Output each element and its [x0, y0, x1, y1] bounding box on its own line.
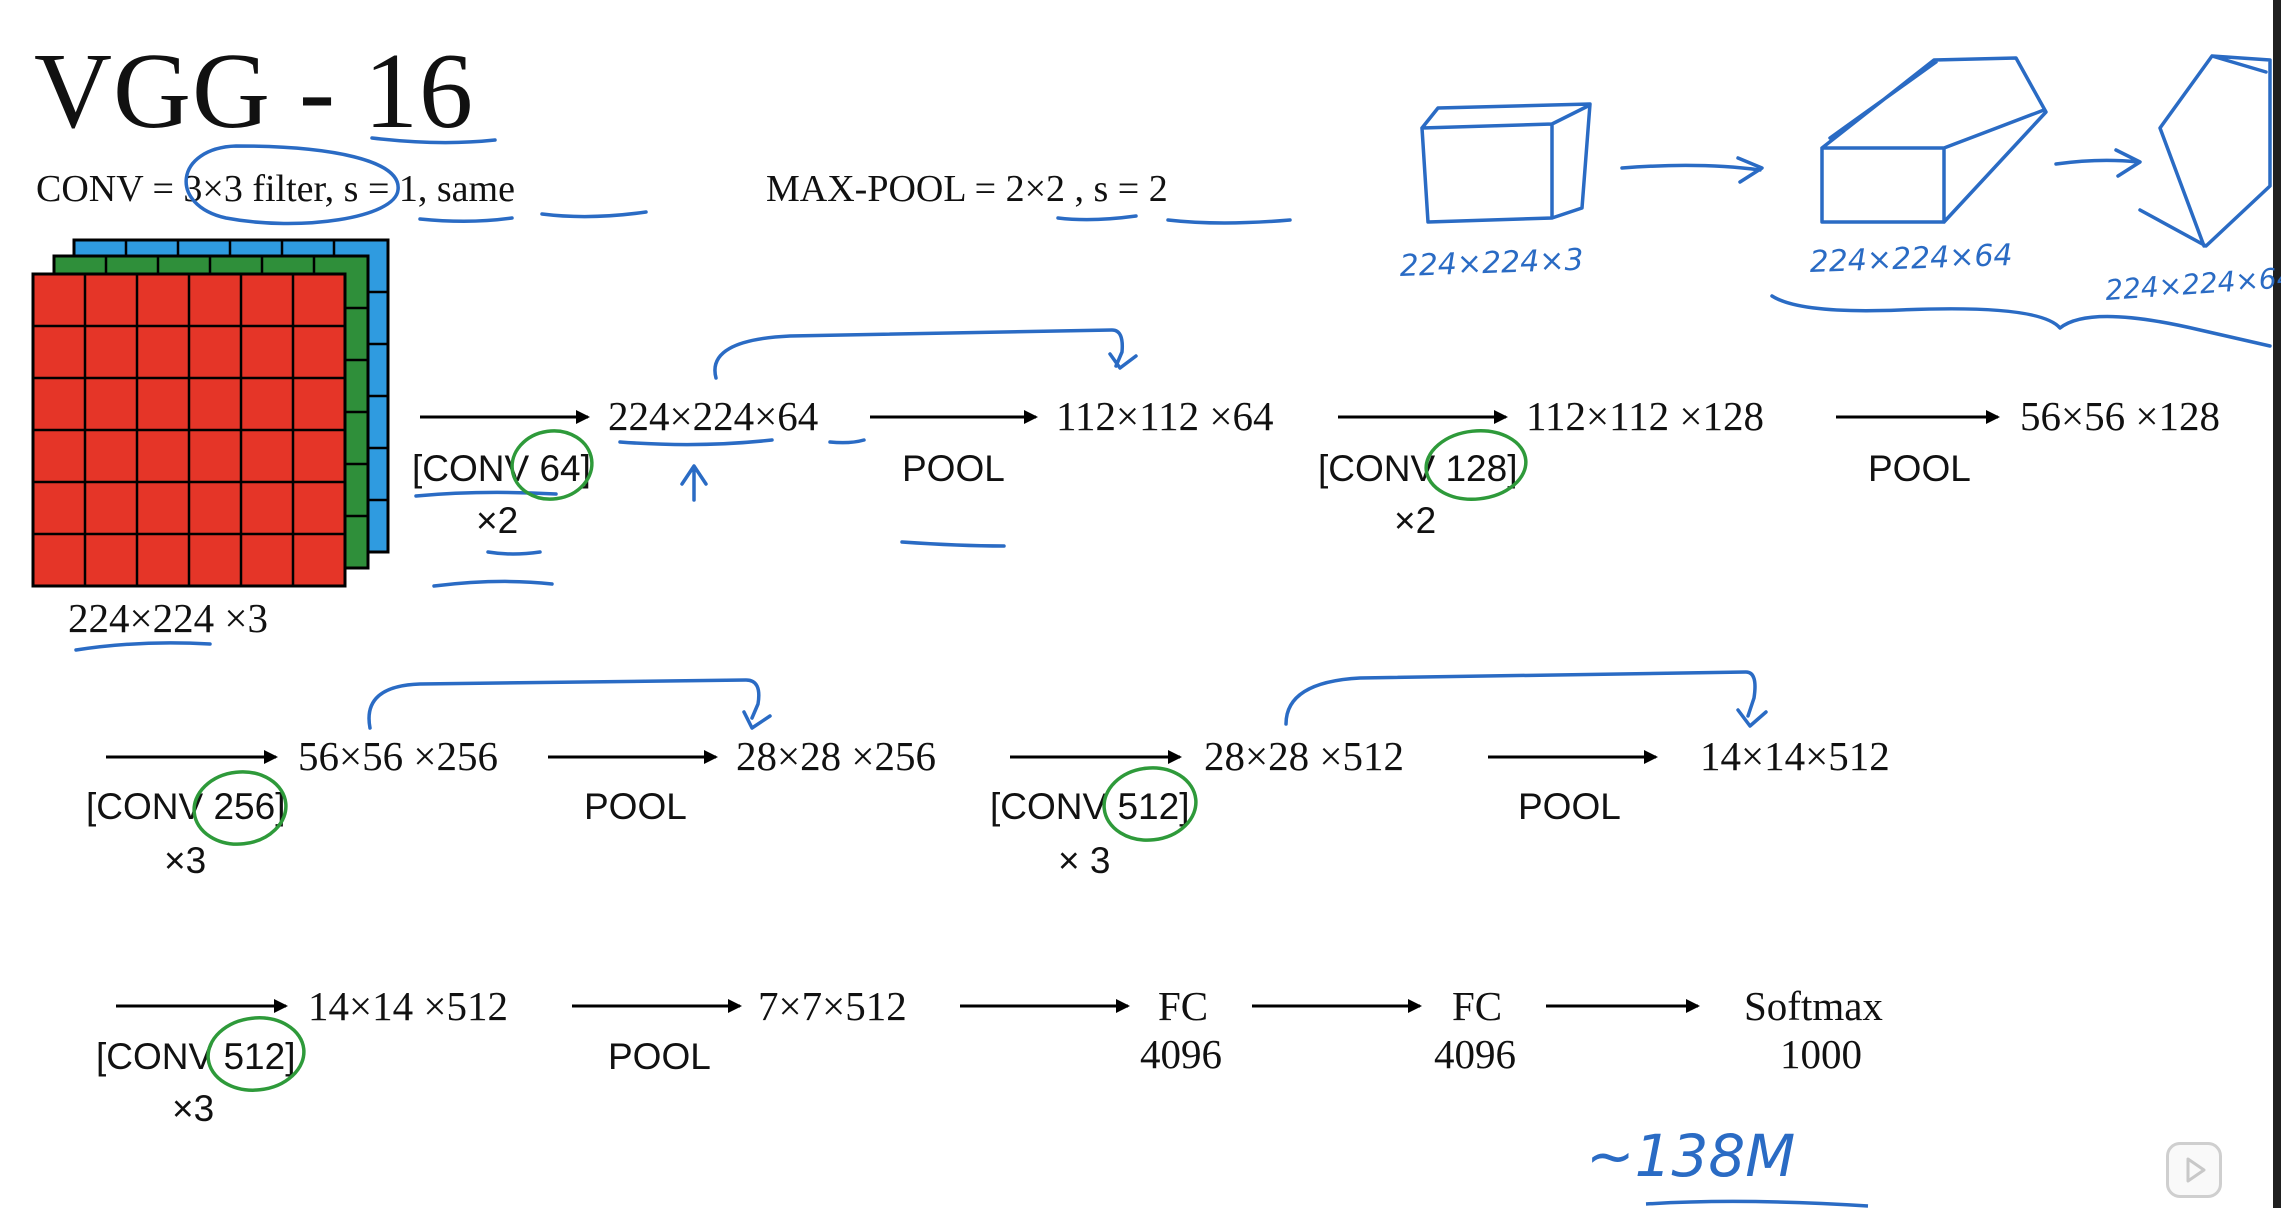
row1-dim-4: 56×56 ×128 [2020, 393, 2220, 439]
row3-rep-conv512: ×3 [172, 1088, 215, 1129]
blue-pen-cubes [1420, 54, 2272, 348]
underline-extra [432, 579, 554, 588]
note-224x224x3: 224×224×3 [1399, 243, 1584, 284]
underline-input [74, 641, 212, 652]
row2-dim-3: 28×28 ×512 [1204, 733, 1404, 779]
circle-512-b [206, 1016, 306, 1092]
window-edge [2273, 0, 2281, 1208]
row1-op-conv64: [CONV 64] [412, 448, 591, 489]
circle-64 [510, 429, 594, 501]
maxpool-definition: MAX-POOL = 2×2 , s = 2 [766, 168, 1168, 210]
row1-op-conv128: [CONV 128] [1318, 448, 1518, 489]
underline-conv64 [414, 490, 558, 498]
bracket-conv256 [367, 678, 772, 730]
row3-dim-1: 14×14 ×512 [308, 983, 508, 1029]
up-arrow [680, 464, 708, 502]
sketch-cube-1 [1420, 102, 1592, 224]
play-button[interactable] [2166, 1142, 2222, 1198]
row2-dim-2: 28×28 ×256 [736, 733, 936, 779]
row3-softmax-label: Softmax [1744, 983, 1883, 1029]
row2-dim-1: 56×56 ×256 [298, 733, 498, 779]
row3-op-pool: POOL [608, 1036, 711, 1077]
play-button-icon [2186, 1157, 2206, 1183]
blue-pen-notes: 224×224×3 224×224×64 224×224×64 [1399, 238, 2281, 307]
row3-fc2-label: FC [1452, 983, 1503, 1029]
sketch-arrow-2 [2054, 148, 2142, 178]
circle-256 [192, 770, 288, 846]
blue-pen-pipeline [74, 328, 1768, 730]
row3-dim-2: 7×7×512 [758, 983, 907, 1029]
circle-512-a [1102, 766, 1198, 842]
slide-title: VGG - 16 [34, 32, 474, 151]
row2-op-pool-2: POOL [1518, 786, 1621, 827]
underline-224-1 [618, 438, 774, 447]
note-224x224x64-b: 224×224×64 [2104, 261, 2281, 307]
row3-fc1-units: 4096 [1140, 1031, 1222, 1077]
green-pen-circles [192, 429, 1528, 1092]
underline-x2 [486, 550, 542, 556]
underline-64 [828, 438, 866, 445]
row2-rep-conv512: × 3 [1058, 840, 1111, 881]
row3-fc2-units: 4096 [1434, 1031, 1516, 1077]
sketch-arrow-1 [1620, 156, 1764, 184]
row1-dim-2: 112×112 ×64 [1056, 393, 1274, 439]
title-underline [370, 136, 497, 145]
conv-definition: CONV = 3×3 filter, s = 1, same [36, 168, 515, 210]
row2-dim-4: 14×14×512 [1700, 733, 1890, 779]
pool-stride-underline [1166, 218, 1292, 225]
row2-rep-conv256: ×3 [164, 840, 207, 881]
input-dimension: 224×224 ×3 [68, 595, 268, 641]
underline-pool [900, 540, 1006, 548]
row1-rep-conv128: ×2 [1394, 500, 1437, 541]
note-224x224x64-a: 224×224×64 [1809, 238, 2013, 280]
row3-softmax-units: 1000 [1780, 1031, 1862, 1077]
row2-op-conv256: [CONV 256] [86, 786, 286, 827]
sketch-brace [1770, 294, 2272, 348]
s1-underline [418, 216, 514, 223]
pipeline-arrows [106, 410, 2000, 1013]
filter-ellipse [184, 144, 400, 226]
circle-128 [1424, 429, 1528, 501]
row1-rep-conv64: ×2 [476, 500, 519, 541]
input-red-channel [31, 272, 347, 588]
row3-fc1-label: FC [1158, 983, 1209, 1029]
row1-dim-1: 224×224×64 [608, 393, 819, 439]
param-underline [1645, 1199, 1869, 1208]
row3-op-conv512: [CONV 512] [96, 1036, 296, 1077]
sketch-cube-2 [1820, 56, 2048, 224]
bracket-conv64 [713, 328, 1138, 380]
blue-pen-header [184, 136, 1292, 226]
row1-op-pool-1: POOL [902, 448, 1005, 489]
bracket-conv512 [1284, 670, 1768, 728]
param-count-note: ~138M [1586, 1122, 1795, 1190]
row1-op-pool-2: POOL [1868, 448, 1971, 489]
sketch-cube-3 [2138, 54, 2272, 248]
same-underline [540, 210, 648, 219]
pool-size-underline [1056, 214, 1138, 222]
row2-op-conv512: [CONV 512] [990, 786, 1190, 827]
row1-dim-3: 112×112 ×128 [1526, 393, 1764, 439]
row2-op-pool-1: POOL [584, 786, 687, 827]
